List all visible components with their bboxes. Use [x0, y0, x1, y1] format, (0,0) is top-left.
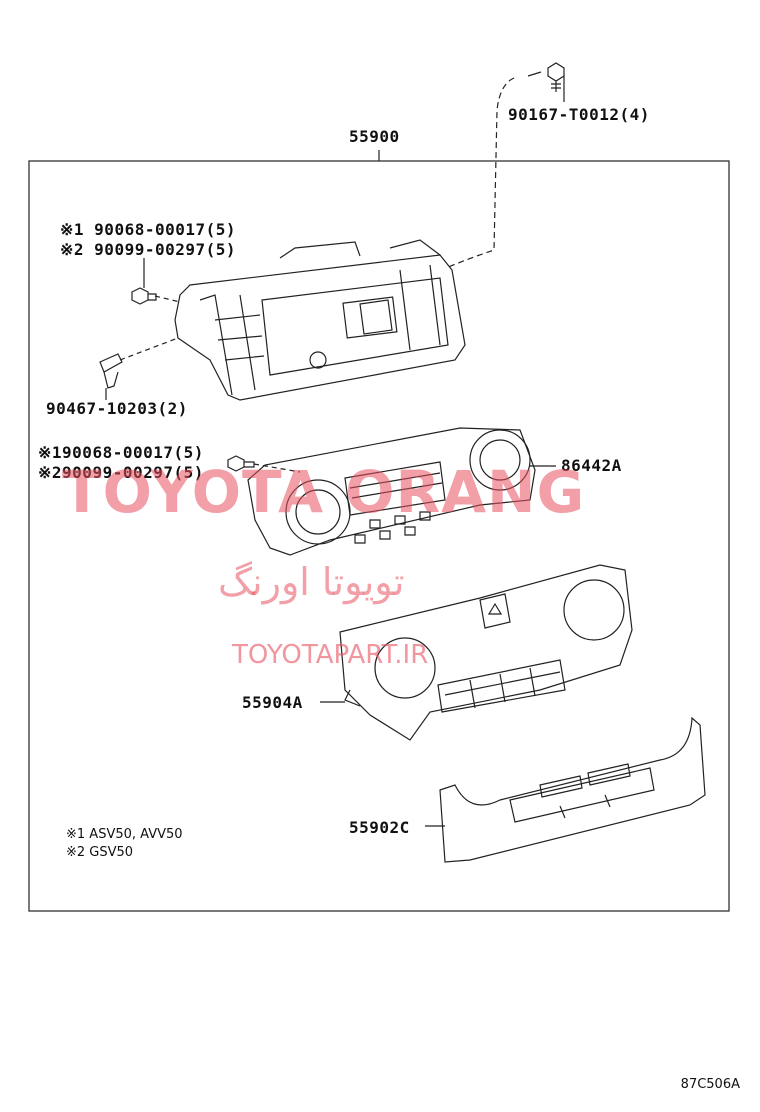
- panel-screw-icon: [227, 455, 255, 472]
- diagram-code: 87C506A: [680, 1077, 740, 1092]
- bracket-screw-label-2: ※2 90099-00297(5): [60, 240, 237, 259]
- assembly-frame: [28, 160, 730, 912]
- bezel-label: 55902C: [349, 818, 410, 837]
- control-panel-label: 86442A: [561, 456, 622, 475]
- control-panel-unit: [247, 427, 536, 556]
- bezel-unit: [439, 716, 706, 863]
- cover-panel-label: 55904A: [242, 693, 303, 712]
- assembly-number-label: 55900: [349, 127, 400, 146]
- panel-screw-label-2: ※290099-00297(5): [38, 463, 204, 482]
- clip-icon: [99, 353, 123, 400]
- bracket-screw-icon: [131, 258, 157, 305]
- bracket-frame: [174, 239, 466, 401]
- bracket-screw-label-1: ※1 90068-00017(5): [60, 220, 237, 239]
- note-1: ※1 ASV50, AVV50: [66, 827, 183, 842]
- note-2: ※2 GSV50: [66, 845, 134, 860]
- clip-part-label: 90467-10203(2): [46, 399, 188, 418]
- cover-panel-unit: [339, 564, 633, 741]
- panel-screw-label-1: ※190068-00017(5): [38, 443, 204, 462]
- top-screw-icon: [527, 62, 565, 92]
- top-screw-part-label: 90167-T0012(4): [508, 105, 650, 124]
